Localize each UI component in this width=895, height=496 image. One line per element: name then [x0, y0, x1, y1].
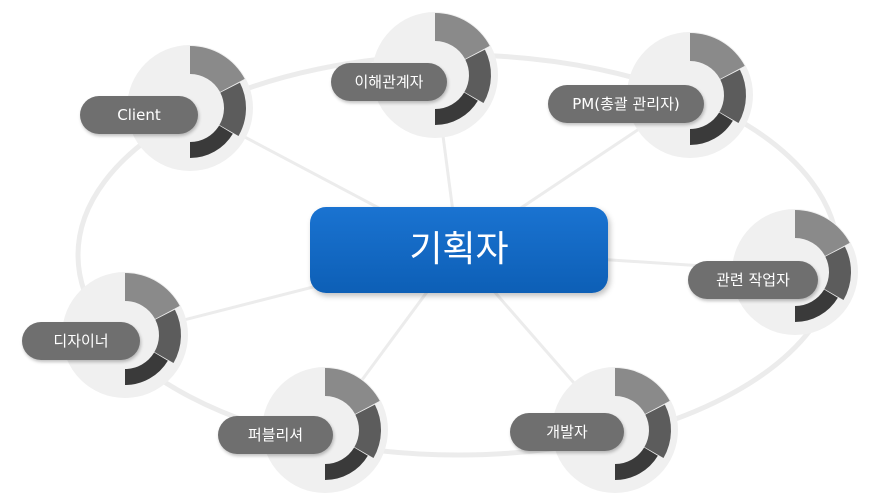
- segment-1-client: [190, 46, 245, 93]
- segment-1-designer: [125, 273, 180, 320]
- segment-1-stakeholder: [435, 13, 490, 60]
- center-role-box: 기획자: [310, 207, 608, 293]
- node-label-designer: 디자이너: [22, 322, 140, 360]
- segment-2-pm: [719, 69, 746, 123]
- segment-2-designer: [154, 309, 181, 363]
- node-label-related-worker: 관련 작업자: [688, 261, 818, 299]
- segment-1-related-worker: [795, 210, 850, 257]
- segment-3-designer: [125, 352, 168, 385]
- node-label-pm: PM(총괄 관리자): [548, 85, 704, 123]
- segment-3-pm: [690, 112, 733, 145]
- segment-3-related-worker: [795, 289, 838, 322]
- segment-2-related-worker: [824, 246, 851, 300]
- segment-1-developer: [615, 368, 670, 415]
- segment-3-publisher: [325, 447, 368, 480]
- segment-1-pm: [690, 33, 745, 80]
- segment-3-developer: [615, 447, 658, 480]
- segment-2-publisher: [354, 404, 382, 458]
- segment-2-stakeholder: [464, 49, 492, 103]
- segment-3-client: [190, 125, 233, 158]
- segment-2-developer: [644, 404, 672, 458]
- node-label-client: Client: [80, 96, 198, 134]
- node-label-publisher: 퍼블리셔: [218, 416, 333, 454]
- segment-3-stakeholder: [435, 92, 478, 125]
- node-label-stakeholder: 이해관계자: [331, 63, 447, 101]
- node-label-developer: 개발자: [510, 413, 624, 451]
- segment-2-client: [219, 82, 247, 136]
- segment-1-publisher: [325, 368, 380, 415]
